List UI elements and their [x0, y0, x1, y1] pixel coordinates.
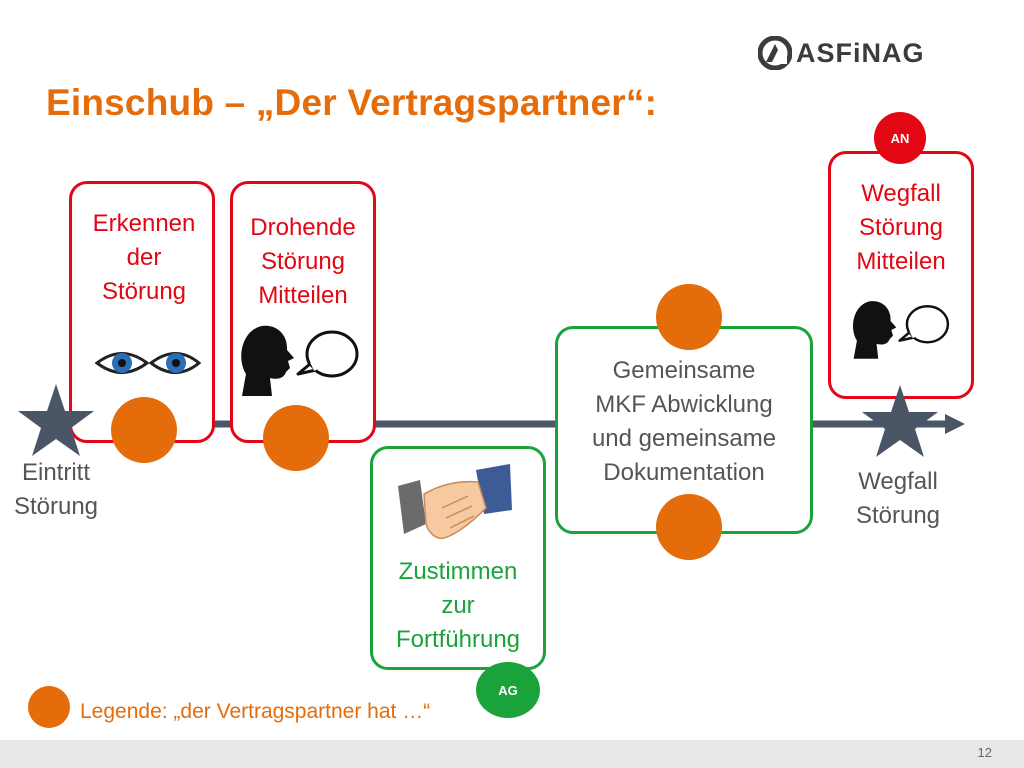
handshake-icon — [398, 464, 512, 540]
badge-ag: AG — [476, 662, 540, 718]
logo-text: ASFiNAG — [796, 38, 925, 68]
box-gemeinsame-abwicklung — [555, 326, 813, 534]
footer-bar — [0, 740, 1024, 768]
timeline-arrowhead — [945, 414, 965, 434]
orange-marker — [111, 397, 177, 463]
legend-text: Legende: „der Vertragspartner hat …“ — [80, 700, 431, 723]
speaking-head-icon — [241, 325, 359, 396]
orange-marker — [656, 284, 722, 350]
start-star-icon — [18, 384, 94, 456]
box-drohende-stoerung — [230, 181, 376, 443]
logo-mark-icon — [758, 36, 792, 70]
box-drohende-stoerung-label: Drohende Störung Mitteilen — [250, 214, 356, 309]
asfinag-logo: ASFiNAG — [758, 34, 990, 74]
badge-an: AN — [874, 112, 926, 164]
legend-marker — [28, 686, 70, 728]
box-zustimmen-label: Zustimmen zur Fortführung — [395, 558, 521, 653]
timeline-start-label: Eintritt Störung — [13, 459, 99, 520]
box-wegfall-mitteilen — [828, 151, 974, 399]
eyes-icon — [95, 352, 201, 374]
orange-marker — [263, 405, 329, 471]
box-erkennen-label: Erkennen der Störung — [92, 210, 196, 305]
timeline-end-label: Wegfall Störung — [855, 468, 941, 529]
box-wegfall-mitteilen-label: Wegfall Störung Mitteilen — [856, 180, 946, 275]
orange-marker — [656, 494, 722, 560]
page-number: 12 — [977, 745, 992, 760]
slide-title: Einschub – „Der Vertragspartner“: — [46, 82, 658, 123]
end-star-icon — [862, 385, 938, 457]
box-gemeinsame-abwicklung-label: Gemeinsame MKF Abwicklung und gemeinsame… — [591, 357, 777, 486]
speaking-head-icon — [853, 301, 950, 359]
